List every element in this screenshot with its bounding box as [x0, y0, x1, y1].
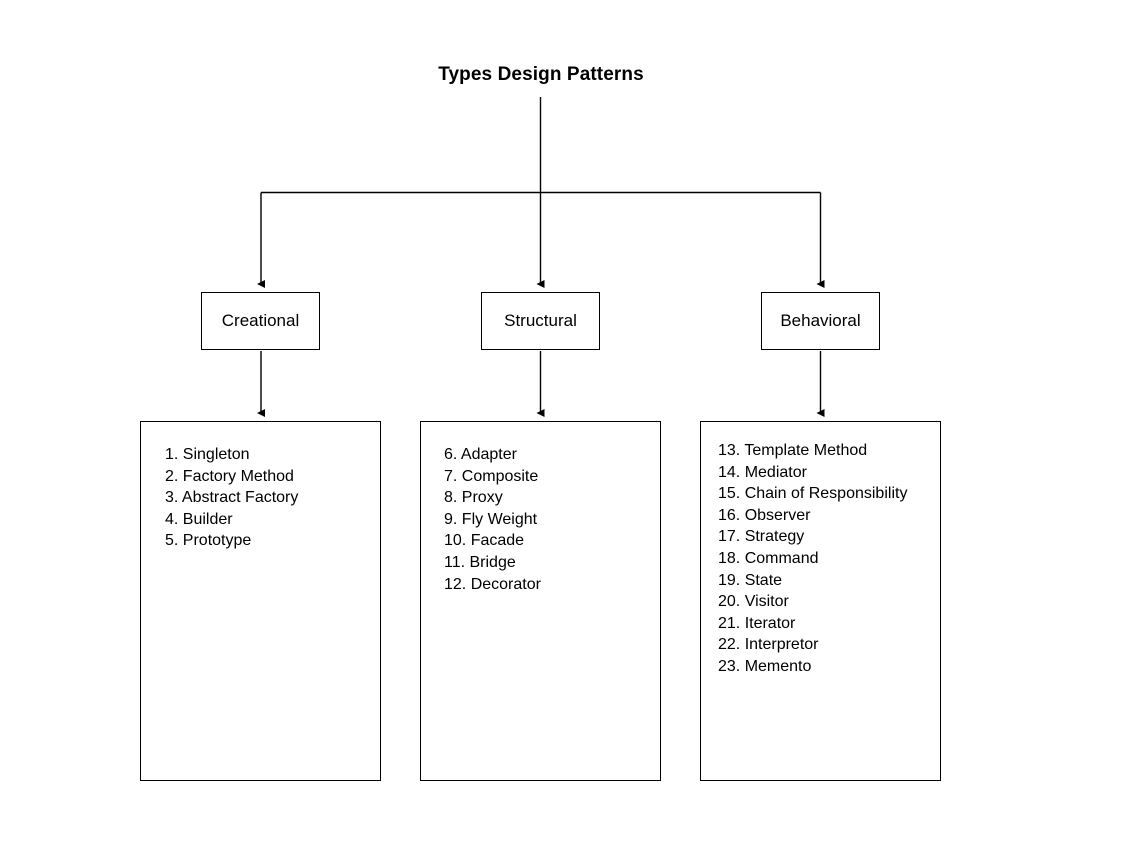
- pattern-list-box-creational[interactable]: 1. Singleton 2. Factory Method 3. Abstract…: [140, 421, 381, 781]
- pattern-list-item: 1. Singleton: [165, 446, 250, 463]
- pattern-list-item: 14. Mediator: [718, 463, 807, 481]
- pattern-list-item: 2. Factory Method: [165, 467, 294, 485]
- page-title: Types Design Patterns: [438, 64, 644, 85]
- pattern-list-item: 3. Abstract Factory: [165, 489, 299, 507]
- pattern-list-item: 17. Strategy: [718, 528, 805, 546]
- pattern-list-item: 7. Composite: [444, 467, 539, 485]
- category-box-structural[interactable]: Structural: [481, 292, 600, 350]
- category-box-creational[interactable]: Creational: [201, 292, 320, 350]
- pattern-list-item: 15. Chain of Responsibility: [718, 485, 908, 503]
- pattern-list-item: 9. Fly Weight: [444, 510, 538, 528]
- pattern-list-box-behavioral[interactable]: 13. Template Method 14. Mediator 15. Chain…: [700, 421, 941, 781]
- pattern-list-item: 16. Observer: [718, 506, 811, 524]
- pattern-list-item: 6. Adapter: [444, 446, 517, 463]
- category-label-behavioral: Behavioral: [780, 311, 861, 330]
- pattern-list-creational: 1. Singleton 2. Factory Method 3. Abstract…: [165, 444, 298, 552]
- pattern-list-item: 10. Facade: [444, 532, 525, 550]
- pattern-list-item: 12. Decorator: [444, 575, 541, 593]
- pattern-list-item: 11. Bridge: [444, 553, 516, 571]
- pattern-list-item: 19. State: [718, 571, 783, 589]
- pattern-list-item: 18. Command: [718, 549, 819, 567]
- pattern-list-item: 21. Iterator: [718, 614, 796, 632]
- pattern-list-item: 4. Builder: [165, 510, 233, 528]
- category-label-structural: Structural: [504, 311, 577, 330]
- pattern-list-item: 23. Memento: [718, 657, 812, 675]
- pattern-list-box-structural[interactable]: 6. Adapter 7. Composite 8. Proxy 9. Fly Wei…: [420, 421, 661, 781]
- pattern-list-behavioral: 13. Template Method 14. Mediator 15. Chain…: [718, 440, 907, 678]
- category-label-creational: Creational: [221, 311, 300, 330]
- pattern-list-structural: 6. Adapter 7. Composite 8. Proxy 9. Fly Wei…: [444, 444, 541, 595]
- pattern-list-item: 13. Template Method: [718, 442, 868, 459]
- pattern-list-item: 22. Interpretor: [718, 636, 819, 654]
- pattern-list-item: 8. Proxy: [444, 489, 503, 507]
- pattern-list-item: 20. Visitor: [718, 593, 789, 611]
- category-box-behavioral[interactable]: Behavioral: [761, 292, 880, 350]
- pattern-list-item: 5. Prototype: [165, 532, 252, 550]
